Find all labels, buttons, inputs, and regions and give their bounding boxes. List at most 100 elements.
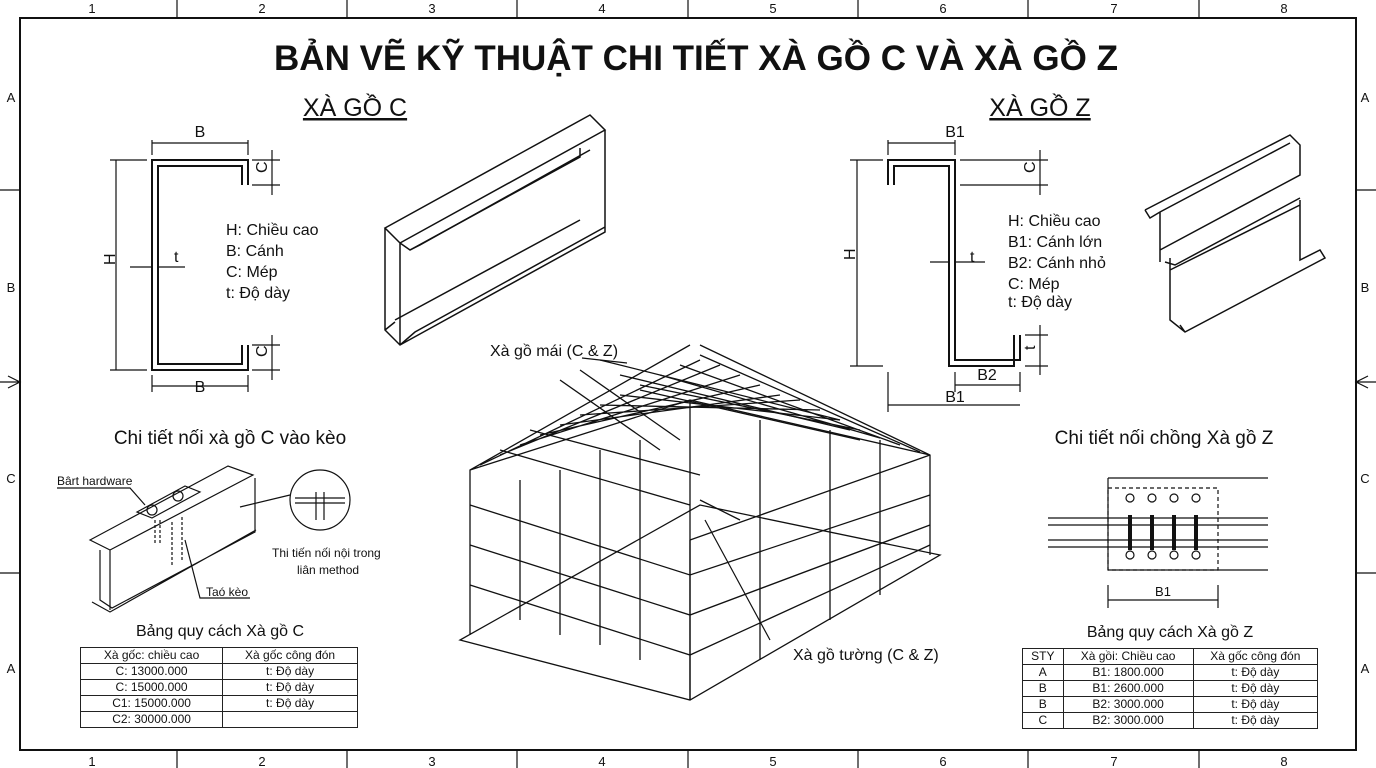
table-cell: B2: 3000.000 — [1062, 696, 1194, 713]
c-dim-b-top: B — [195, 124, 206, 141]
grid-row-a: A — [7, 90, 16, 105]
z-dim-c: C — [1022, 161, 1039, 173]
z-table-header: Xà gồi: Chiều cao — [1062, 648, 1194, 665]
roof-purlin-label: Xà gồ mái (C & Z) — [490, 343, 618, 360]
bolt-label: Bârt hardware — [57, 474, 133, 488]
z-connection-dim-b1: B1 — [1155, 584, 1171, 599]
c-dim-t: t — [174, 249, 179, 266]
z-dim-h: H — [842, 248, 859, 260]
table-cell: t: Độ dày — [1192, 664, 1319, 681]
grid-row-b-right: B — [1361, 280, 1370, 295]
wall-purlin-label: Xà gồ tường (C & Z) — [793, 647, 939, 664]
z-connection-heading: Chi tiết nối chồng Xà gồ Z — [1055, 428, 1274, 449]
grid-col-5: 5 — [769, 1, 776, 16]
table-cell: C: 13000.000 — [79, 663, 224, 680]
building-frame-isometric — [458, 344, 942, 701]
grid-col-4-bottom: 4 — [598, 754, 605, 768]
c-legend-t: t: Độ dày — [226, 285, 290, 302]
table-cell: B — [1022, 680, 1064, 697]
z-table-title: Bảng quy cách Xà gồ Z — [1086, 624, 1254, 641]
grid-col-7: 7 — [1110, 1, 1117, 16]
grid-row-c: C — [6, 471, 15, 486]
table-cell: B1: 1800.000 — [1062, 664, 1194, 681]
grid-col-1: 1 — [88, 1, 95, 16]
leader-lines — [581, 357, 771, 641]
grid-col-8-bottom: 8 — [1280, 754, 1287, 768]
table-cell: t: Độ dày — [222, 695, 358, 712]
c-dim-c-top: C — [254, 161, 271, 173]
table-cell: t: Độ dày — [1192, 712, 1319, 729]
grid-col-8: 8 — [1280, 1, 1287, 16]
c-dim-c-bottom: C — [254, 345, 271, 357]
c-dim-h: H — [102, 253, 119, 265]
z-dim-b1-bottom: B1 — [945, 389, 965, 406]
z-dim-t: t — [970, 249, 975, 266]
grid-col-7-bottom: 7 — [1110, 754, 1117, 768]
table-cell — [222, 711, 358, 728]
table-cell: B1: 2600.000 — [1062, 680, 1194, 697]
z-legend-b2: B2: Cánh nhỏ — [1008, 255, 1106, 272]
bolt-pattern — [1125, 493, 1201, 560]
c-legend-b: B: Cánh — [226, 243, 284, 260]
c-section-profile: XÀ GỒ C B B H C C t H: Chiều cao B: Cánh… — [102, 92, 407, 396]
table-cell: t: Độ dày — [1192, 680, 1319, 697]
table-cell: A — [1022, 664, 1064, 681]
z-legend-b1: B1: Cánh lớn — [1008, 234, 1102, 251]
table-cell: t: Độ dày — [222, 679, 358, 696]
grid-col-2: 2 — [258, 1, 265, 16]
table-cell: C: 15000.000 — [79, 679, 224, 696]
grid-col-3-bottom: 3 — [428, 754, 435, 768]
detail-label-2: liân method — [297, 563, 359, 577]
c-table-header: Xà gốc: chiều cao — [79, 647, 224, 664]
c-legend-c: C: Mép — [226, 264, 278, 281]
table-cell: C2: 30000.000 — [79, 711, 224, 728]
z-dim-t2: t — [1022, 345, 1039, 350]
table-cell: t: Độ dày — [1192, 696, 1319, 713]
grid-row-a2-right: A — [1361, 661, 1370, 676]
bolt-detail-circle — [289, 469, 351, 531]
z-table-header: Xà gốc công đón — [1192, 648, 1319, 665]
grid-row-a-right: A — [1361, 90, 1370, 105]
z-legend-t: t: Độ dày — [1008, 294, 1072, 311]
c-connection-heading: Chi tiết nối xà gồ C vào kèo — [114, 428, 346, 449]
z-table-header: STY — [1022, 648, 1064, 665]
c-dim-b-bottom: B — [195, 379, 206, 396]
table-cell: C — [1022, 712, 1064, 729]
z-connection-detail — [1048, 477, 1268, 608]
bolt-icon — [146, 504, 158, 516]
grid-row-a2: A — [7, 661, 16, 676]
rafter-label: Taó kèo — [206, 585, 248, 599]
z-section-profile: XÀ GỒ Z B1 B1 B2 H C t t H: Chiều cao B1… — [842, 92, 1106, 412]
grid-col-5-bottom: 5 — [769, 754, 776, 768]
grid-row-b: B — [7, 280, 16, 295]
table-cell: B2: 3000.000 — [1062, 712, 1194, 729]
grid-col-4: 4 — [598, 1, 605, 16]
page-title: BẢN VẼ KỸ THUẬT CHI TIẾT XÀ GỒ C VÀ XÀ G… — [274, 38, 1118, 78]
c-purlin-isometric — [383, 114, 607, 346]
z-legend-h: H: Chiều cao — [1008, 213, 1101, 230]
grid-col-2-bottom: 2 — [258, 754, 265, 768]
c-legend-h: H: Chiều cao — [226, 222, 319, 239]
z-dim-b1-top: B1 — [945, 124, 965, 141]
grid-col-3: 3 — [428, 1, 435, 16]
grid-col-1-bottom: 1 — [88, 754, 95, 768]
c-section-heading: XÀ GỒ C — [303, 92, 407, 122]
z-section-heading: XÀ GỒ Z — [989, 92, 1090, 122]
z-legend-c: C: Mép — [1008, 276, 1060, 293]
detail-label-1: Thi tiến nối nội trong — [272, 546, 381, 560]
z-purlin-isometric — [1144, 134, 1327, 333]
c-connection-detail — [57, 465, 351, 613]
table-cell: C1: 15000.000 — [79, 695, 224, 712]
table-cell: B — [1022, 696, 1064, 713]
